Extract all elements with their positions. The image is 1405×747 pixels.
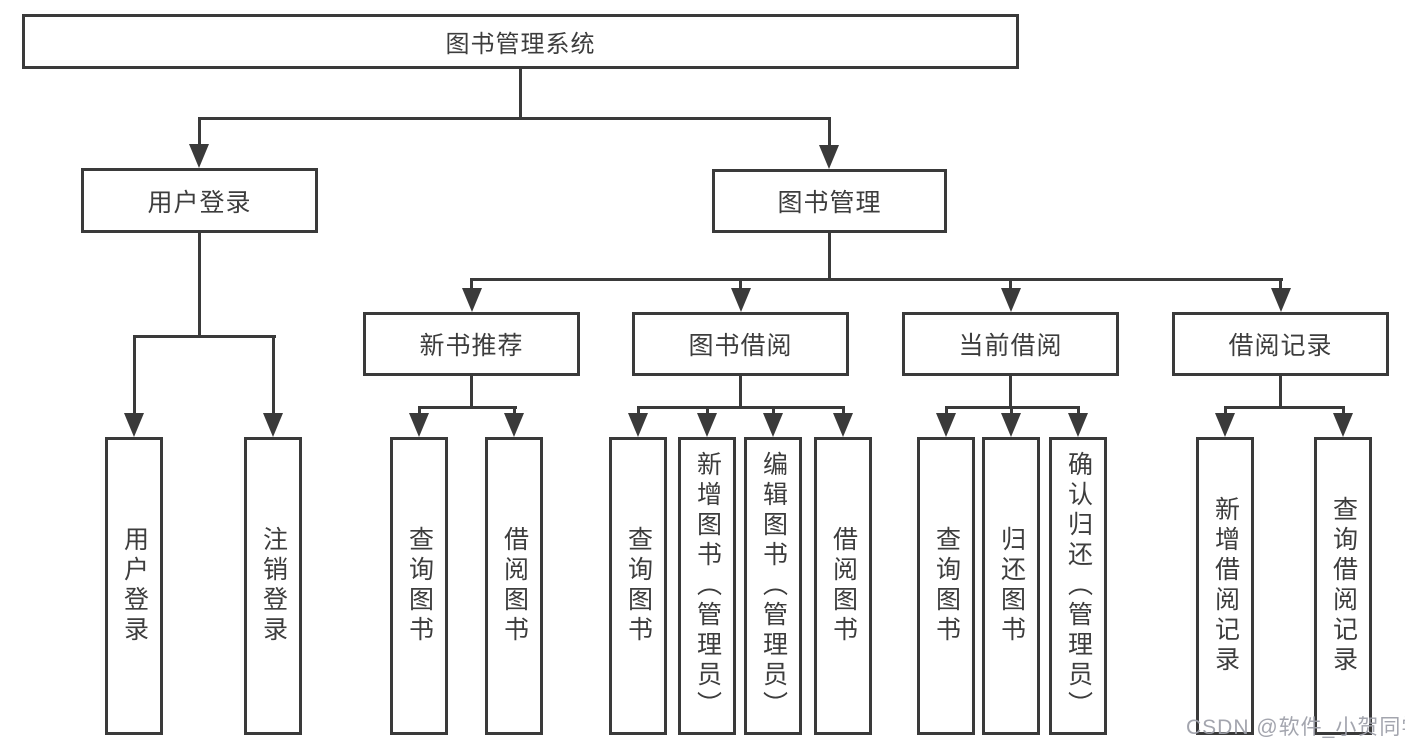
leaf-confirm-return-admin: 确认归还（管理员） xyxy=(1049,437,1107,735)
connector-line xyxy=(197,117,201,147)
leaf-query-books-current: 查询图书 xyxy=(917,437,975,735)
connector-line xyxy=(132,338,136,414)
connector-line xyxy=(944,406,1080,409)
leaf-return-books: 归还图书 xyxy=(982,437,1040,735)
arrowhead-down-icon xyxy=(833,413,853,437)
arrowhead-down-icon xyxy=(1001,413,1021,437)
leaf-query-borrow-record: 查询借阅记录 xyxy=(1314,437,1372,735)
arrowhead-down-icon xyxy=(628,413,648,437)
arrowhead-down-icon xyxy=(1333,413,1353,437)
connector-line xyxy=(1009,409,1013,416)
connector-line xyxy=(636,409,640,416)
connector-line xyxy=(705,409,709,416)
node-borrowing-records: 借阅记录 xyxy=(1172,312,1389,376)
node-new-book-recommend: 新书推荐 xyxy=(363,312,580,376)
connector-line xyxy=(470,278,1283,281)
arrowhead-down-icon xyxy=(1215,413,1235,437)
node-user-login: 用户登录 xyxy=(81,168,318,233)
arrowhead-down-icon xyxy=(1000,288,1021,312)
leaf-edit-book-admin: 编辑图书（管理员） xyxy=(744,437,802,735)
node-book-management: 图书管理 xyxy=(712,169,947,233)
connector-line xyxy=(417,406,517,409)
arrowhead-down-icon xyxy=(189,144,209,168)
arrowhead-down-icon xyxy=(1270,288,1291,312)
connector-line xyxy=(271,338,275,414)
connector-line xyxy=(518,69,522,118)
node-library-system: 图书管理系统 xyxy=(22,14,1019,69)
arrowhead-down-icon xyxy=(936,413,956,437)
node-current-borrowing: 当前借阅 xyxy=(902,312,1119,376)
leaf-borrow-books-rec: 借阅图书 xyxy=(485,437,543,735)
arrowhead-down-icon xyxy=(730,288,751,312)
connector-line xyxy=(197,233,201,338)
connector-line xyxy=(1076,409,1080,416)
arrowhead-down-icon xyxy=(763,413,783,437)
connector-line xyxy=(827,233,831,281)
connector-line xyxy=(1223,406,1345,409)
leaf-add-borrow-record: 新增借阅记录 xyxy=(1196,437,1254,735)
connector-line xyxy=(944,409,948,416)
connector-line xyxy=(1341,409,1345,416)
arrowhead-down-icon xyxy=(124,413,144,437)
arrowhead-down-icon xyxy=(461,288,482,312)
connector-line xyxy=(827,117,831,147)
connector-line xyxy=(1279,376,1282,409)
leaf-logout: 注销登录 xyxy=(244,437,302,735)
connector-line xyxy=(197,117,831,120)
connector-line xyxy=(512,409,516,416)
connector-line xyxy=(1279,281,1282,291)
connector-line xyxy=(636,406,845,409)
connector-line xyxy=(470,376,473,409)
connector-line xyxy=(132,335,276,338)
connector-line xyxy=(1009,281,1012,291)
node-book-borrowing: 图书借阅 xyxy=(632,312,849,376)
arrowhead-down-icon xyxy=(263,413,283,437)
arrowhead-down-icon xyxy=(819,145,839,169)
connector-line xyxy=(841,409,845,416)
leaf-query-books-borrow: 查询图书 xyxy=(609,437,667,735)
connector-line xyxy=(470,281,473,291)
leaf-borrow-books: 借阅图书 xyxy=(814,437,872,735)
leaf-user-login: 用户登录 xyxy=(105,437,163,735)
leaf-add-book-admin: 新增图书（管理员） xyxy=(678,437,736,735)
arrowhead-down-icon xyxy=(1068,413,1088,437)
leaf-query-books-rec: 查询图书 xyxy=(390,437,448,735)
arrowhead-down-icon xyxy=(697,413,717,437)
connector-line xyxy=(739,376,742,409)
arrowhead-down-icon xyxy=(504,413,524,437)
connector-line xyxy=(771,409,775,416)
csdn-watermark: CSDN @软件_小贺同学 xyxy=(1186,716,1405,739)
connector-line xyxy=(1223,409,1227,416)
connector-line xyxy=(1009,376,1012,409)
arrowhead-down-icon xyxy=(409,413,429,437)
connector-line xyxy=(739,281,742,291)
connector-line xyxy=(417,409,421,416)
